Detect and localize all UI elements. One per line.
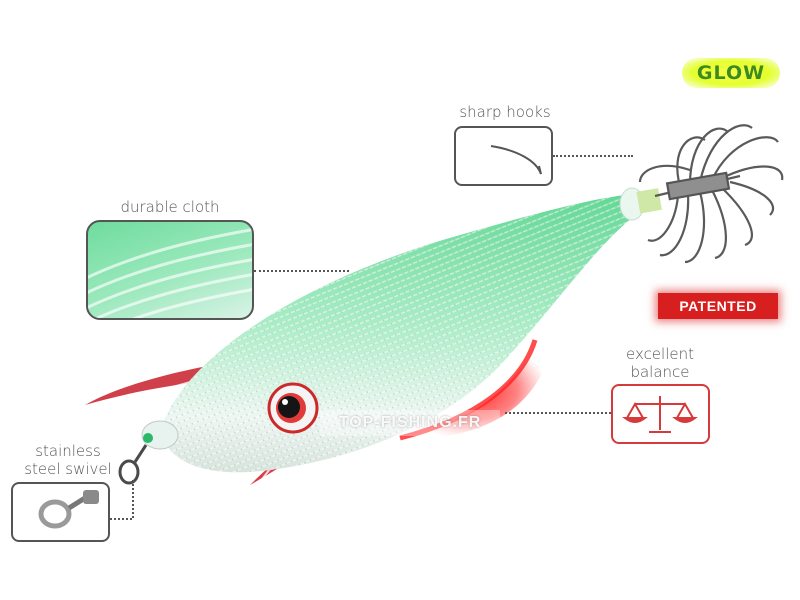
swivel-ring-icon	[38, 490, 99, 529]
swivel-connector-v	[132, 480, 134, 518]
balance-scale-icon	[622, 396, 698, 433]
swivel	[118, 444, 148, 485]
balance-connector	[505, 412, 611, 414]
durable-cloth-callout	[86, 220, 254, 320]
excellent-balance-label: excellent balance	[625, 345, 694, 381]
patented-badge: PATENTED	[658, 293, 778, 319]
excellent-balance-callout	[611, 384, 710, 444]
glow-badge: GLOW	[682, 58, 780, 88]
hook-icon	[490, 145, 542, 175]
hooks	[638, 124, 784, 264]
lure-eye	[267, 382, 319, 434]
sharp-hooks-label: sharp hooks	[459, 103, 551, 121]
durable-cloth-connector	[254, 270, 349, 272]
cloth-texture-icon	[88, 228, 252, 318]
sharp-hooks-connector	[553, 155, 633, 157]
durable-cloth-label: durable cloth	[120, 198, 220, 216]
swivel-callout	[11, 482, 110, 542]
sharp-hooks-callout	[454, 126, 553, 186]
swivel-connector-h	[110, 518, 132, 520]
swivel-label: stainless steel swivel	[24, 442, 112, 478]
watermark: TOP-FISHING.FR	[320, 410, 500, 436]
